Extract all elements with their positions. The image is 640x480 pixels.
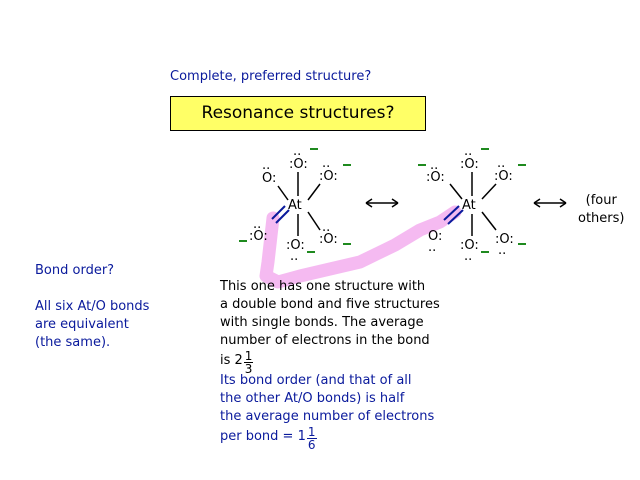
svg-text:O:: O:	[262, 171, 276, 186]
structure-1: At :O:.. :O:.. O:.. :O:.. :O:.. :O:..	[239, 144, 351, 264]
central-atom-2: At	[462, 198, 476, 213]
resonance-structures-box: Resonance structures?	[170, 96, 426, 131]
svg-text:..: ..	[253, 217, 261, 232]
svg-text:..: ..	[290, 249, 298, 264]
svg-text:..: ..	[497, 156, 505, 171]
svg-text:..: ..	[322, 220, 330, 235]
svg-text::O:: :O:	[460, 157, 479, 172]
bond-order-question: Bond order?	[35, 263, 115, 278]
structure-2: At :O:.. :O:.. :O:.. O:.. :O:.. :O:..	[418, 144, 526, 264]
svg-text::O:: :O:	[426, 170, 445, 185]
svg-text::O:: :O:	[494, 169, 513, 184]
svg-text:..: ..	[464, 144, 472, 159]
resonance-arrow-1	[365, 198, 399, 208]
central-atom-1: At	[288, 198, 302, 213]
four-others-label: (four others)	[578, 193, 625, 226]
svg-text:O:: O:	[428, 229, 442, 244]
svg-text:..: ..	[464, 249, 472, 264]
svg-text:..: ..	[428, 240, 436, 255]
svg-text:..: ..	[262, 158, 270, 173]
svg-text::O:: :O:	[289, 157, 308, 172]
svg-text::O:: :O:	[249, 229, 268, 244]
resonance-arrow-2	[533, 198, 567, 208]
double-bond-highlight	[259, 205, 462, 289]
svg-text::O:: :O:	[319, 169, 338, 184]
svg-text::O:: :O:	[460, 238, 479, 253]
svg-text::O:: :O:	[319, 232, 338, 247]
svg-text:..: ..	[322, 156, 330, 171]
svg-text:..: ..	[293, 144, 301, 159]
heading-question: Complete, preferred structure?	[170, 69, 372, 84]
explanation-text: This one has one structure with a double…	[220, 279, 440, 452]
svg-text::O:: :O:	[495, 232, 514, 247]
svg-text:..: ..	[430, 158, 438, 173]
svg-text::O:: :O:	[286, 238, 305, 253]
equivalence-statement: All six At/O bonds are equivalent (the s…	[35, 299, 150, 350]
svg-text:..: ..	[498, 243, 506, 258]
